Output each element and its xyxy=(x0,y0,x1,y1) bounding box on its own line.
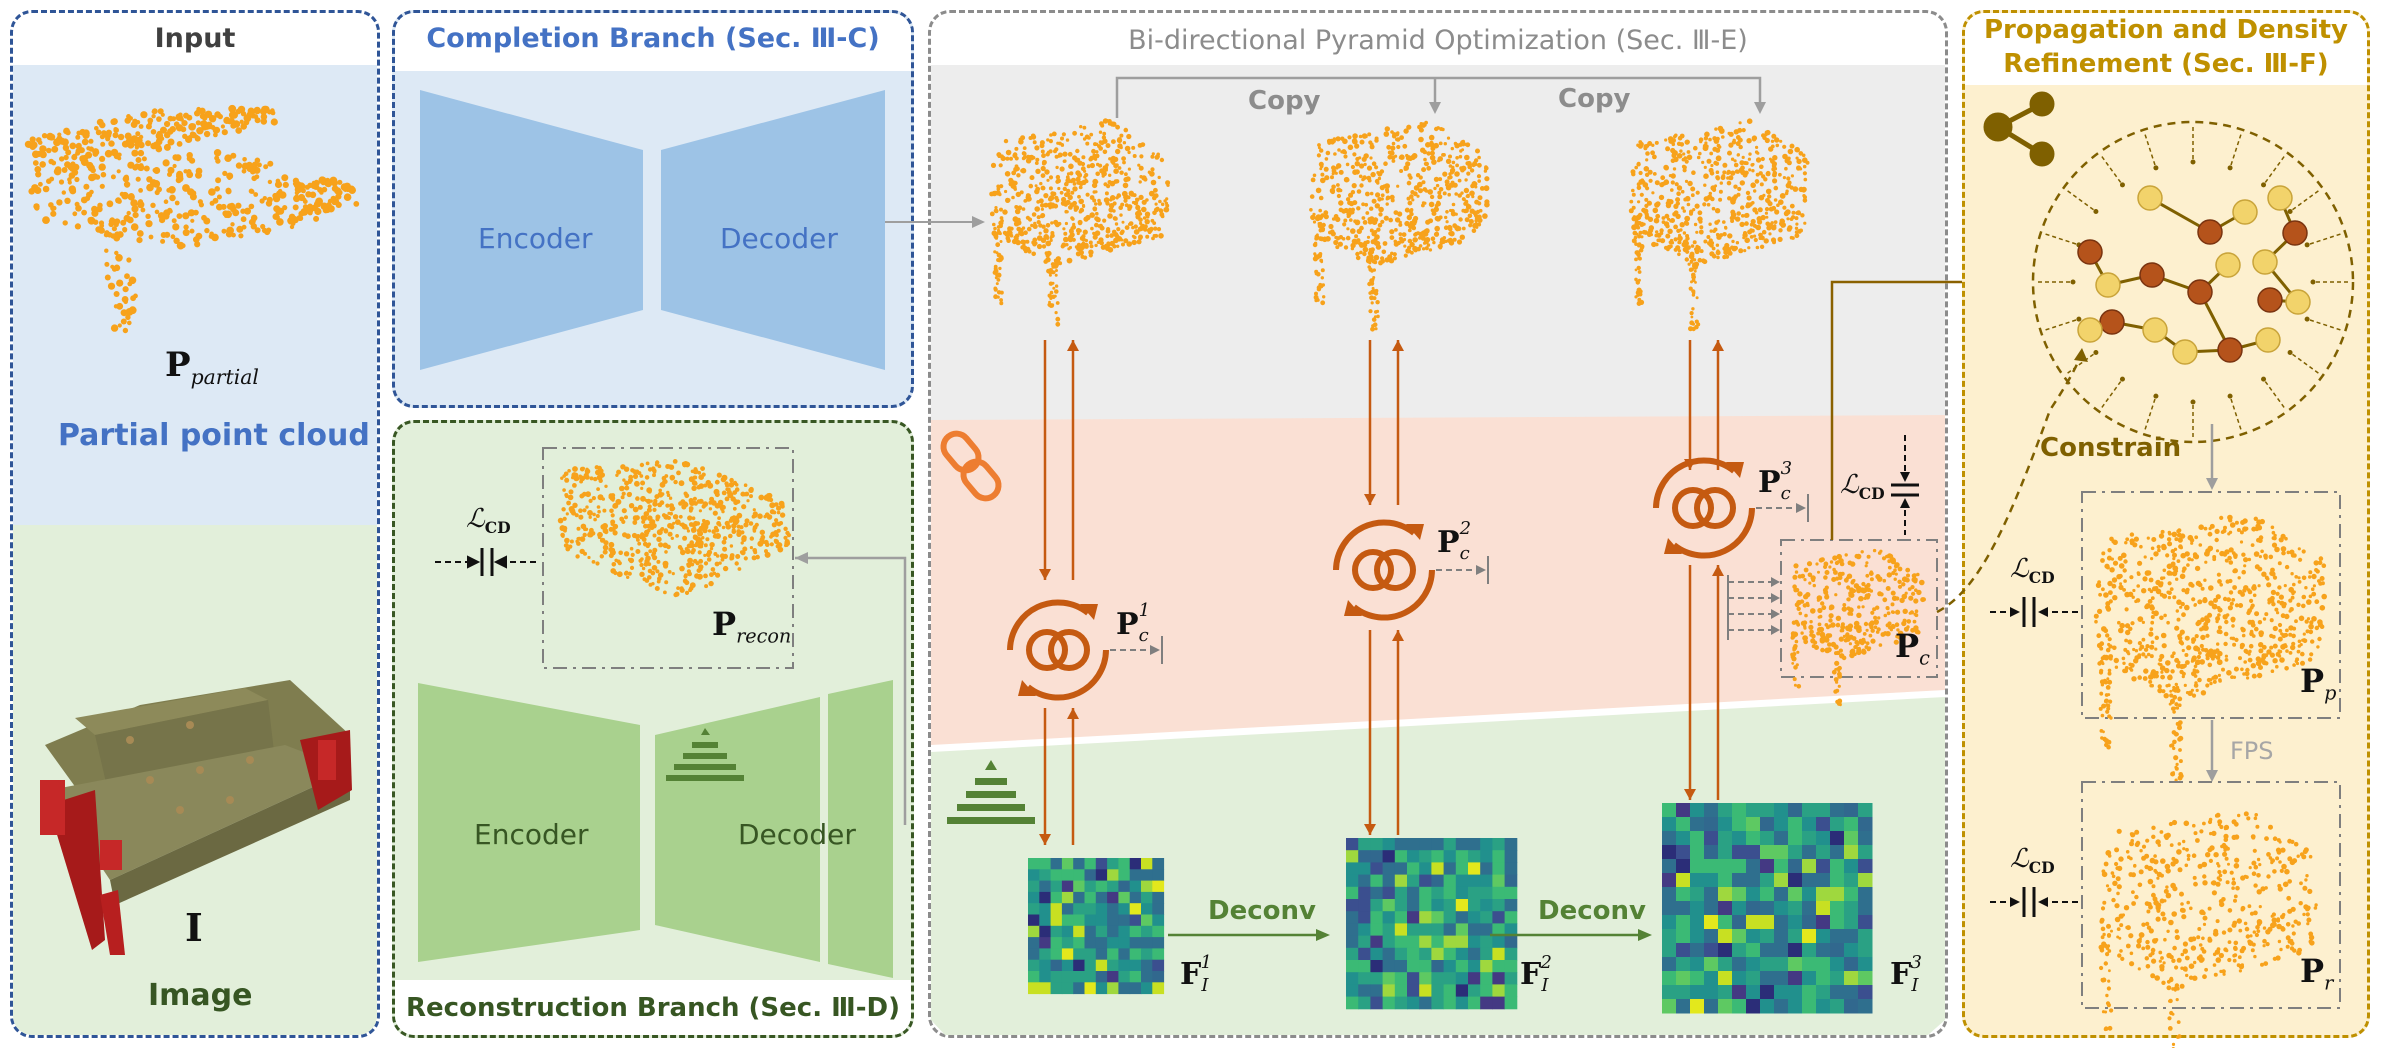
recon-loss-indicator xyxy=(435,548,540,576)
recon-loss-label: ℒCD xyxy=(466,504,511,538)
refinement-title-2: Refinement (Sec. Ⅲ-F) xyxy=(2003,49,2329,79)
bidirectional-arrows xyxy=(1039,340,1724,845)
refinement-title-1: Propagation and Density xyxy=(1983,15,2349,45)
coarse-cloud-1 xyxy=(989,118,1171,327)
image-symbol: I xyxy=(185,905,203,950)
p-partial-symbol: Ppartial xyxy=(165,345,259,389)
recon-point-cloud xyxy=(557,459,792,598)
pc-2-symbol: Pc2 xyxy=(1437,518,1472,564)
f-2-symbol: FI2 xyxy=(1520,952,1552,996)
completion-decoder-label: Decoder xyxy=(720,222,838,255)
input-top-fill xyxy=(13,65,377,525)
pp-box xyxy=(2081,491,2341,719)
pc-final-box xyxy=(1780,539,1938,678)
chain-link-icon xyxy=(940,430,1002,502)
coarse-cloud-3 xyxy=(1628,118,1810,332)
pc-final-symbol: Pc xyxy=(1895,627,1930,670)
feature-map-1 xyxy=(1028,858,1165,995)
recon-encoder-label: Encoder xyxy=(474,818,589,851)
interaction-icon-1 xyxy=(1007,599,1163,701)
pr-box xyxy=(2081,781,2341,1009)
partial-point-cloud xyxy=(24,104,360,334)
recon-cloud-box xyxy=(542,447,794,669)
partial-point-cloud-label: Partial point cloud xyxy=(58,418,370,453)
pr-point-cloud xyxy=(2098,811,2318,1048)
f-1-symbol: FI1 xyxy=(1180,952,1212,996)
feature-map-3 xyxy=(1662,803,1873,1014)
pc-final-cloud xyxy=(1790,548,1927,707)
pc-3-symbol: Pc3 xyxy=(1758,458,1793,504)
recon-bottom-strip xyxy=(395,980,911,1035)
share-icon xyxy=(1983,91,2055,167)
recon-decoder-block xyxy=(655,697,820,962)
pc-1-symbol: Pc1 xyxy=(1116,600,1151,646)
pp-loss-label: ℒCD xyxy=(2010,554,2055,588)
completion-decoder-block xyxy=(661,90,885,370)
feature-map-2 xyxy=(1346,838,1518,1010)
recon-encoder-block xyxy=(418,683,640,962)
interaction-icon-2 xyxy=(1333,519,1489,621)
constraint-arrows xyxy=(2038,127,2348,437)
constrain-label: Constrain xyxy=(2040,433,2182,463)
pyramid-icon-2 xyxy=(947,760,1035,824)
input-title: Input xyxy=(154,23,236,54)
copy-label-1: Copy xyxy=(1248,86,1321,116)
pc-final-loss-label: ℒCD xyxy=(1840,470,1885,504)
completion-title: Completion Branch (Sec. Ⅲ-C) xyxy=(395,13,911,71)
salmon-band xyxy=(931,415,1945,745)
input-panel: Input xyxy=(10,10,380,1038)
image-label: Image xyxy=(148,978,253,1013)
deconv-label-1: Deconv xyxy=(1208,896,1316,926)
recon-decoder-extra xyxy=(828,680,893,978)
completion-encoder-label: Encoder xyxy=(478,222,593,255)
refinement-title-bg xyxy=(1965,13,2367,85)
f-3-symbol: FI3 xyxy=(1890,952,1922,996)
sofa-image xyxy=(40,680,352,955)
pp-symbol: Pp xyxy=(2300,662,2337,705)
recon-decoder-label: Decoder xyxy=(738,818,856,851)
pyramid-title: Bi-directional Pyramid Optimization (Sec… xyxy=(1128,25,1748,56)
pr-loss-label: ℒCD xyxy=(2010,844,2055,878)
completion-encoder-block xyxy=(420,90,643,370)
pp-point-cloud xyxy=(2093,514,2327,782)
constraint-circle xyxy=(2031,120,2355,444)
pr-symbol: Pr xyxy=(2300,952,2334,995)
pyramid-icon xyxy=(666,728,744,781)
coarse-cloud-2 xyxy=(1309,120,1490,332)
reconstruction-title: Reconstruction Branch (Sec. Ⅲ-D) xyxy=(406,993,900,1023)
interaction-icon-3 xyxy=(1653,457,1809,559)
point-graph xyxy=(2077,185,2311,365)
p-recon-symbol: Precon xyxy=(712,605,792,648)
deconv-label-2: Deconv xyxy=(1538,896,1646,926)
copy-label-2: Copy xyxy=(1558,84,1631,114)
fps-label: FPS xyxy=(2230,737,2274,765)
